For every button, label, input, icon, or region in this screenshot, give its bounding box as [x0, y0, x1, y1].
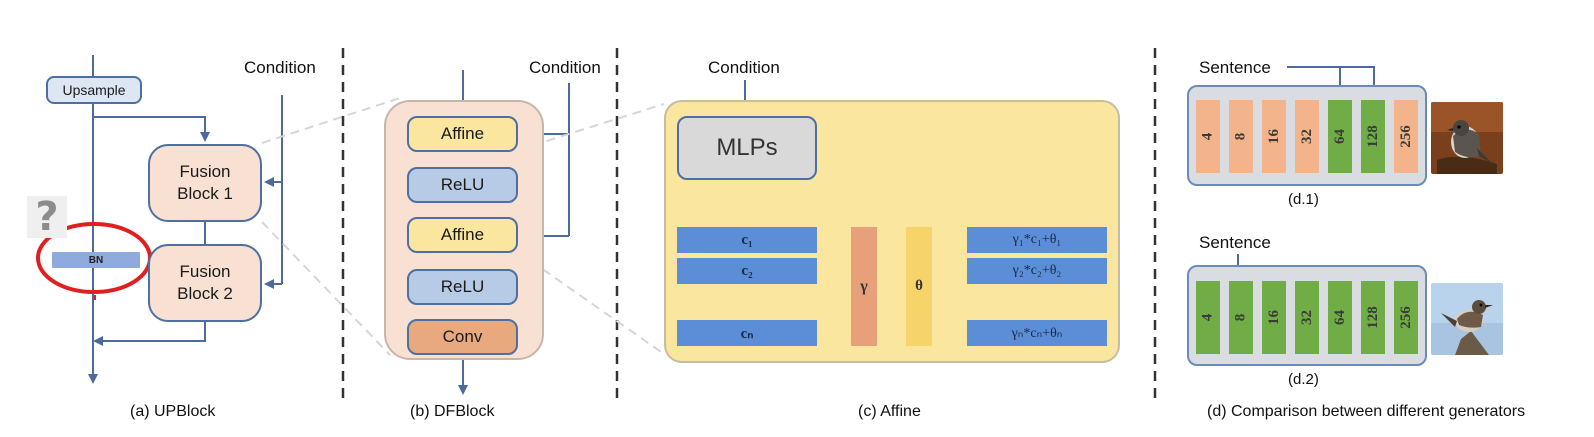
zoom-lines-b-c [517, 103, 665, 355]
theta-bar: θ [906, 227, 932, 346]
bird-image-2 [1431, 283, 1503, 355]
bn-layer: BN [52, 252, 140, 268]
d1-cell-256: 256 [1394, 100, 1418, 173]
d2-cell-32: 32 [1295, 281, 1319, 354]
input-bar-cn: cₙ [677, 320, 817, 346]
bird-photo-1 [1431, 102, 1503, 174]
zoom-lines-a-b [261, 97, 401, 356]
condition-label-b: Condition [529, 58, 601, 77]
d1-cell-4: 4 [1196, 100, 1220, 173]
d2-cell-64: 64 [1328, 281, 1352, 354]
label-d1: (d.1) [1288, 191, 1319, 208]
fusion-block-2: Fusion Block 2 [148, 244, 262, 322]
d2-cell-8: 8 [1229, 281, 1253, 354]
d1-cell-128: 128 [1361, 100, 1385, 173]
d1-cell-16: 16 [1262, 100, 1286, 173]
panel-dividers [341, 48, 1157, 398]
condition-label-c: Condition [708, 58, 780, 77]
dfblock-relu-2: ReLU [407, 269, 518, 305]
dfblock-affine-2: Affine [407, 217, 518, 253]
d1-cell-8: 8 [1229, 100, 1253, 173]
upsample-block: Upsample [46, 76, 142, 104]
d2-cell-256: 256 [1394, 281, 1418, 354]
d2-cell-128: 128 [1361, 281, 1385, 354]
dfblock-relu-1: ReLU [407, 167, 518, 203]
condition-label-a: Condition [244, 58, 316, 77]
caption-c: (c) Affine [858, 403, 921, 420]
d1-cell-64: 64 [1328, 100, 1352, 173]
bird-image-1 [1431, 102, 1503, 174]
caption-a: (a) UPBlock [130, 403, 216, 420]
dfblock-conv: Conv [407, 319, 518, 355]
input-bar-c1: c₁ [677, 227, 817, 253]
bird-photo-2 [1431, 283, 1503, 355]
d2-cell-4: 4 [1196, 281, 1220, 354]
label-d2: (d.2) [1288, 371, 1319, 388]
mlps-block: MLPs [677, 116, 817, 180]
output-bar-1: γ₁*c₁+θ₁ [967, 227, 1107, 253]
d1-cell-32: 32 [1295, 100, 1319, 173]
sentence-label-1: Sentence [1199, 58, 1271, 77]
gamma-bar: γ [851, 227, 877, 346]
dfblock-affine-1: Affine [407, 116, 518, 152]
d2-cell-16: 16 [1262, 281, 1286, 354]
fusion-block-1: Fusion Block 1 [148, 144, 262, 222]
question-icon: ? [27, 196, 67, 238]
input-bar-c2: c₂ [677, 258, 817, 284]
sentence-label-2: Sentence [1199, 233, 1271, 252]
output-bar-n: γₙ*cₙ+θₙ [967, 320, 1107, 346]
output-bar-2: γ₂*c₂+θ₂ [967, 258, 1107, 284]
caption-d: (d) Comparison between different generat… [1207, 403, 1526, 420]
caption-b: (b) DFBlock [410, 403, 495, 420]
upblock-connectors [88, 55, 283, 384]
